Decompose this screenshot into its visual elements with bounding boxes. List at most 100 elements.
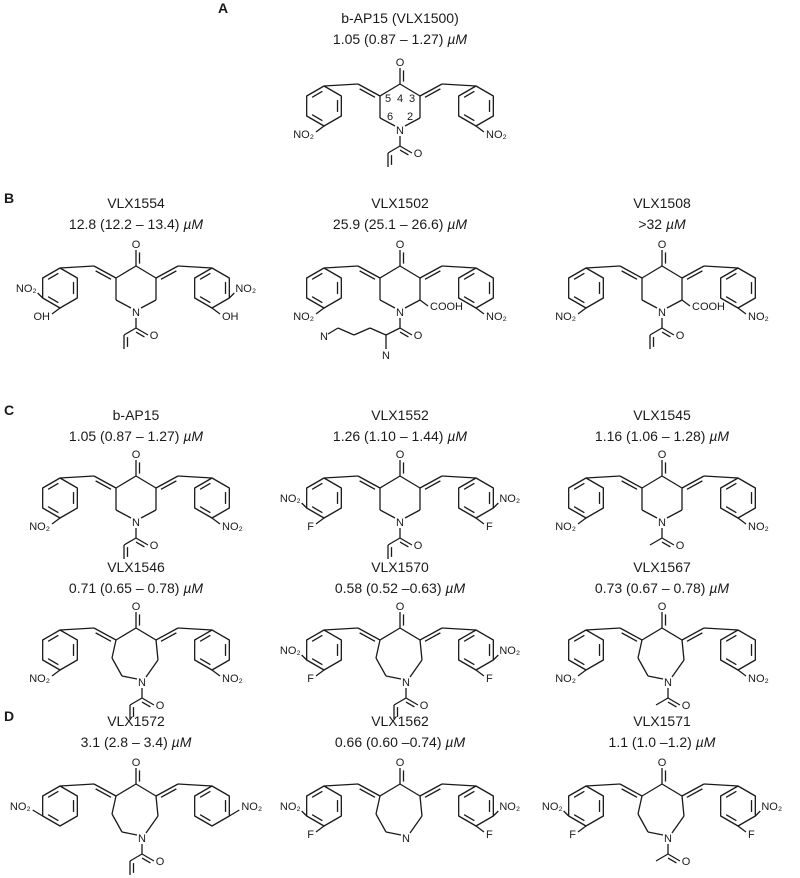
ring-bond [155, 795, 159, 817]
exocyclic-double-bond [619, 627, 643, 641]
ring-bond [115, 509, 132, 519]
ring-bond [379, 265, 401, 279]
right-fluoro-label: F [486, 521, 493, 533]
ring-bond [135, 475, 157, 489]
substituent-bond [228, 292, 235, 299]
right-nitro-label: NO₂ [222, 673, 243, 685]
ring-nitrogen-label: N [396, 125, 404, 137]
ic50-value: 12.8 (12.2 – 13.4) µM [16, 216, 256, 232]
aromatic-bond [463, 296, 475, 304]
ring-bond [409, 815, 423, 834]
chain-bond [337, 327, 355, 336]
ic50-value: 0.71 (0.65 – 0.78) µM [16, 580, 256, 596]
left-nitro-label: NO₂ [16, 283, 37, 295]
aromatic-bond [573, 272, 585, 280]
carbonyl-bond [135, 327, 149, 336]
amide-oxygen-label: O [414, 148, 423, 160]
ic50-range: 0.58 (0.52 –0.63) [334, 580, 446, 596]
ketone-oxygen-label: O [132, 757, 141, 769]
carboxyl-bond [419, 299, 429, 307]
exocyclic-double-bond [357, 783, 381, 797]
ketone-oxygen-label: O [658, 601, 667, 613]
ring-bond [404, 509, 421, 519]
right-nitro-label: NO₂ [241, 801, 262, 813]
ring-bond [115, 783, 137, 797]
methyl-bond [649, 537, 663, 546]
ring-bond [379, 117, 396, 127]
ring-bond [661, 783, 683, 797]
aromatic-bond [725, 790, 737, 798]
ic50-value: 1.26 (1.10 – 1.44) µM [280, 428, 520, 444]
ic50-unit: µM [183, 580, 204, 596]
substituent-bond [315, 517, 325, 525]
left-fluoro-label: F [569, 829, 576, 841]
benzyl-bond [59, 475, 95, 479]
left-benzene-ring [42, 477, 78, 519]
aromatic-bond [725, 506, 737, 514]
panel-letter-c: C [4, 402, 15, 418]
aromatic-bond [573, 482, 585, 490]
ring-bond [681, 639, 685, 661]
right-nitro-label: NO₂ [748, 311, 769, 323]
ring-bond [404, 299, 421, 309]
ring-bond [647, 831, 664, 836]
substituent-bond [475, 517, 485, 525]
ring-bond [637, 813, 649, 833]
vinyl-bond [123, 537, 137, 546]
exocyclic-double-bond [95, 788, 112, 798]
substituent-bond [228, 809, 240, 817]
substituent-bond [301, 502, 308, 509]
ring-bond [661, 265, 683, 279]
ic50-unit: µM [665, 216, 686, 232]
left-nitro-label: NO₂ [293, 129, 314, 141]
exocyclic-double-bond [160, 788, 177, 798]
ring-bond [641, 265, 663, 279]
substituent-bond [51, 669, 61, 677]
ic50-range: 0.66 (0.60 –0.74) [334, 734, 446, 750]
compound-name: VLX1545 [633, 407, 691, 423]
substituent-bond [492, 654, 499, 661]
left-fluoro-label: F [307, 673, 314, 685]
benzyl-bond [441, 83, 477, 87]
aromatic-bond [47, 814, 59, 822]
ring-bond [145, 815, 159, 834]
ring-bond [641, 509, 658, 519]
exocyclic-double-bond [424, 88, 441, 98]
aromatic-bond [199, 272, 211, 280]
ketone-oxygen-label: O [396, 757, 405, 769]
benzyl-bond [177, 783, 213, 787]
carbonyl-bond [135, 537, 149, 546]
ring-bond [379, 475, 401, 489]
ring-number-label: 2 [407, 111, 413, 123]
ic50-value: 1.05 (0.87 – 1.27) µM [280, 31, 520, 47]
exocyclic-double-bond [681, 783, 705, 797]
ring-bond [379, 627, 401, 641]
carboxyl-bond [681, 299, 691, 307]
ic50-value: 1.05 (0.87 – 1.27) µM [16, 428, 256, 444]
substituent-bond [737, 825, 747, 833]
aromatic-bond [573, 658, 585, 666]
aromatic-bond [311, 658, 323, 666]
ic50-unit: µM [171, 734, 192, 750]
ring-nitrogen-label: N [138, 833, 146, 845]
aromatic-bond [725, 658, 737, 666]
substituent-bond [577, 307, 587, 315]
benzyl-bond [59, 783, 95, 787]
ring-bond [111, 657, 123, 677]
panel-letter-d: D [4, 708, 15, 724]
ring-nitrogen-label: N [132, 517, 140, 529]
right-nitro-label: NO₂ [761, 801, 782, 813]
methyl-bond [655, 853, 669, 862]
aromatic-bond [199, 814, 211, 822]
carbonyl-bond [399, 149, 409, 156]
exocyclic-double-bond [95, 270, 112, 280]
ring-nitrogen-label: N [402, 677, 410, 689]
left-nitro-label: NO₂ [555, 311, 576, 323]
aromatic-bond [311, 634, 323, 642]
substituent-bond [492, 810, 499, 817]
ring-bond [121, 831, 138, 836]
